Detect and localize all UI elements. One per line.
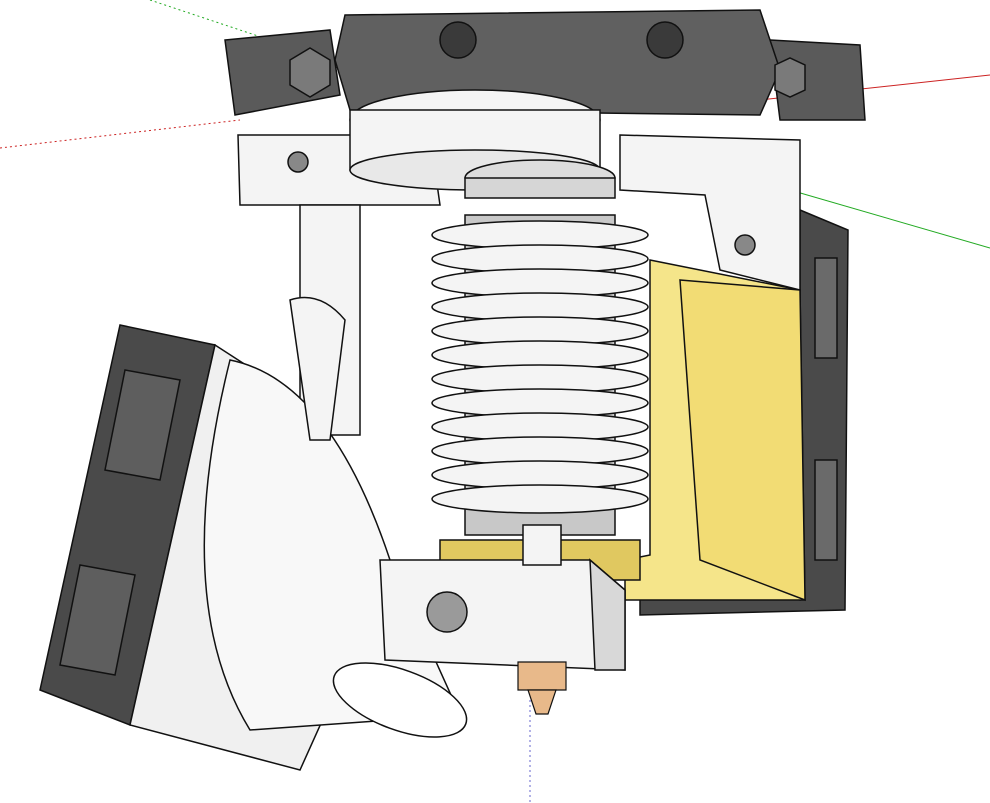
heatsink xyxy=(431,214,649,536)
carriage-plate xyxy=(237,89,801,436)
axis-green xyxy=(789,189,990,249)
nozzle xyxy=(517,661,567,715)
heatsink-fin xyxy=(431,484,649,514)
yellow-fan-duct xyxy=(439,259,806,602)
top-mount xyxy=(224,9,866,121)
heater-block xyxy=(379,524,626,671)
axis-red-dotted xyxy=(0,119,241,149)
axis-green-dotted xyxy=(149,0,331,61)
